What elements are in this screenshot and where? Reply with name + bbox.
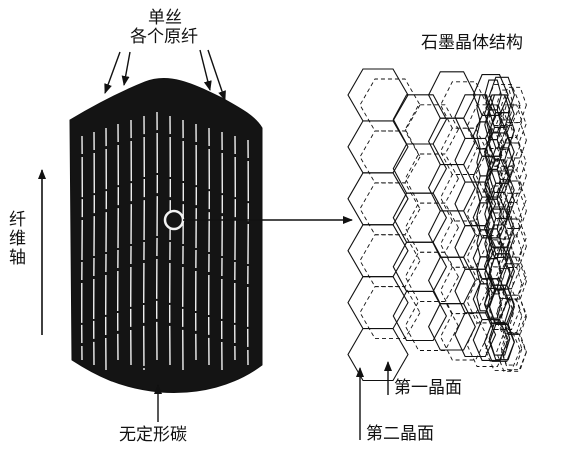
fibril-streak: [130, 119, 132, 366]
lattice-hexagon-dashed: [404, 153, 459, 204]
lattice-hexagon-dashed: [501, 333, 527, 371]
fibril-arrow-2: [207, 49, 226, 101]
fiber-axis-label: 纤维轴: [5, 210, 25, 267]
fibril-streak: [208, 127, 210, 366]
lattice-hexagon: [347, 120, 409, 174]
lattice-hexagon: [427, 303, 476, 351]
lattice-hexagon: [347, 172, 409, 226]
lattice-hexagon: [347, 327, 409, 382]
lattice-hexagon-dashed: [496, 256, 527, 296]
monofilament-label: 单丝: [148, 8, 182, 28]
first-plane-label: 第一晶面: [394, 378, 462, 398]
lattice-hexagon-dashed: [496, 268, 514, 299]
first-plane-lattice: [347, 68, 515, 382]
fiber-bundle: [69, 78, 263, 393]
fibril-streak: [234, 135, 236, 361]
second-plane-lattice: [359, 78, 527, 372]
fibril-streak: [182, 119, 184, 371]
fibril-streak: [93, 131, 95, 366]
lattice-hexagon-dashed: [404, 202, 459, 253]
lattice-hexagon-dashed: [496, 208, 514, 240]
each-fibril-label: 各个原纤: [130, 27, 198, 47]
lattice-hexagon: [427, 117, 476, 166]
pointer-arrows: [104, 49, 392, 440]
amorphous-carbon-label: 无定形碳: [119, 425, 187, 445]
lattice-hexagon-dashed: [404, 300, 459, 351]
lattice-hexagon: [476, 283, 491, 312]
lattice-hexagon-dashed: [496, 294, 527, 334]
lattice-hexagon-dashed: [496, 104, 527, 144]
lattice-hexagon: [347, 224, 409, 278]
lattice-hexagon-dashed: [496, 89, 514, 121]
lattice-hexagon: [472, 318, 509, 361]
lattice-hexagon-dashed: [484, 329, 521, 371]
lattice-hexagon-dashed: [359, 182, 421, 236]
lattice-hexagon-dashed: [501, 86, 527, 124]
lattice-hexagon: [392, 290, 448, 342]
lattice-hexagon: [347, 68, 409, 122]
lattice-hexagon-dashed: [501, 228, 527, 265]
lattice-hexagon: [427, 210, 476, 258]
lattice-hexagon-dashed: [496, 149, 514, 180]
lattice-hexagon-dashed: [359, 130, 421, 184]
fibril-streak: [247, 139, 249, 366]
lattice-hexagon-dashed: [359, 286, 421, 340]
lattice-hexagon-dashed: [496, 332, 527, 372]
lattice-hexagon-dashed: [496, 297, 514, 329]
lattice-hexagon: [347, 276, 409, 330]
lattice-hexagon-dashed: [501, 192, 527, 229]
highlight-circle: [163, 209, 185, 231]
lattice-hexagon: [483, 322, 515, 362]
fibril-streak: [143, 115, 145, 371]
lattice-hexagon-dashed: [501, 157, 527, 194]
fibril-streak: [195, 123, 197, 361]
fibril-streak: [221, 131, 223, 371]
fibril-streak: [105, 127, 107, 371]
graphite-lattice: [347, 68, 527, 382]
lattice-hexagon-dashed: [496, 180, 527, 220]
lattice-hexagon: [488, 322, 511, 356]
second-plane-label: 第二晶面: [366, 424, 434, 444]
lattice-hexagon: [476, 229, 491, 258]
fibril-streak: [81, 135, 83, 361]
lattice-hexagon-dashed: [496, 218, 527, 258]
monofilament-arrow-1: [104, 51, 121, 94]
fibril-streak: [156, 111, 158, 361]
lattice-hexagon: [392, 192, 448, 243]
fibril-streak: [117, 123, 119, 361]
lattice-hexagon-dashed: [404, 251, 459, 302]
lattice-hexagon: [392, 94, 448, 145]
lattice-hexagon-dashed: [500, 332, 523, 366]
lattice-hexagon-dashed: [359, 78, 421, 132]
fibril-highlights: [81, 111, 249, 371]
lattice-hexagon: [392, 241, 448, 292]
fiber-body: [69, 78, 263, 393]
lattice-hexagon-dashed: [404, 104, 459, 155]
lattice-hexagon: [489, 323, 515, 361]
fibril-arrow-1: [199, 49, 212, 91]
lattice-hexagon-dashed: [466, 322, 509, 367]
monofilament-arrow-2: [121, 51, 131, 86]
fibril-streak: [169, 115, 171, 366]
graphite-structure-title: 石墨晶体结构: [421, 33, 523, 53]
lattice-hexagon: [454, 312, 497, 358]
lattice-hexagon-dashed: [501, 122, 527, 159]
